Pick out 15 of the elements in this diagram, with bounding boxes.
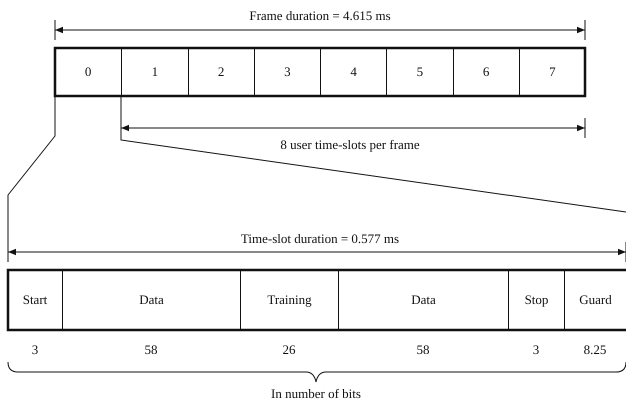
- slot-number: 4: [350, 64, 357, 80]
- field-name: Start: [22, 292, 48, 308]
- slot-number: 5: [416, 64, 424, 80]
- slot-number: 2: [218, 64, 224, 80]
- field-name: Data: [139, 292, 164, 308]
- slot-number: 6: [482, 64, 490, 80]
- field-name: Guard: [579, 292, 612, 308]
- slot-number: 3: [284, 64, 291, 80]
- slot-number: 7: [549, 64, 556, 80]
- slot-number: 0: [84, 64, 92, 80]
- slot-number: 1: [152, 64, 158, 80]
- field-name: Stop: [524, 292, 548, 308]
- field-name: Data: [411, 292, 436, 308]
- field-name: Training: [267, 292, 312, 308]
- dimension-label: 8 user time-slots per frame: [278, 137, 422, 153]
